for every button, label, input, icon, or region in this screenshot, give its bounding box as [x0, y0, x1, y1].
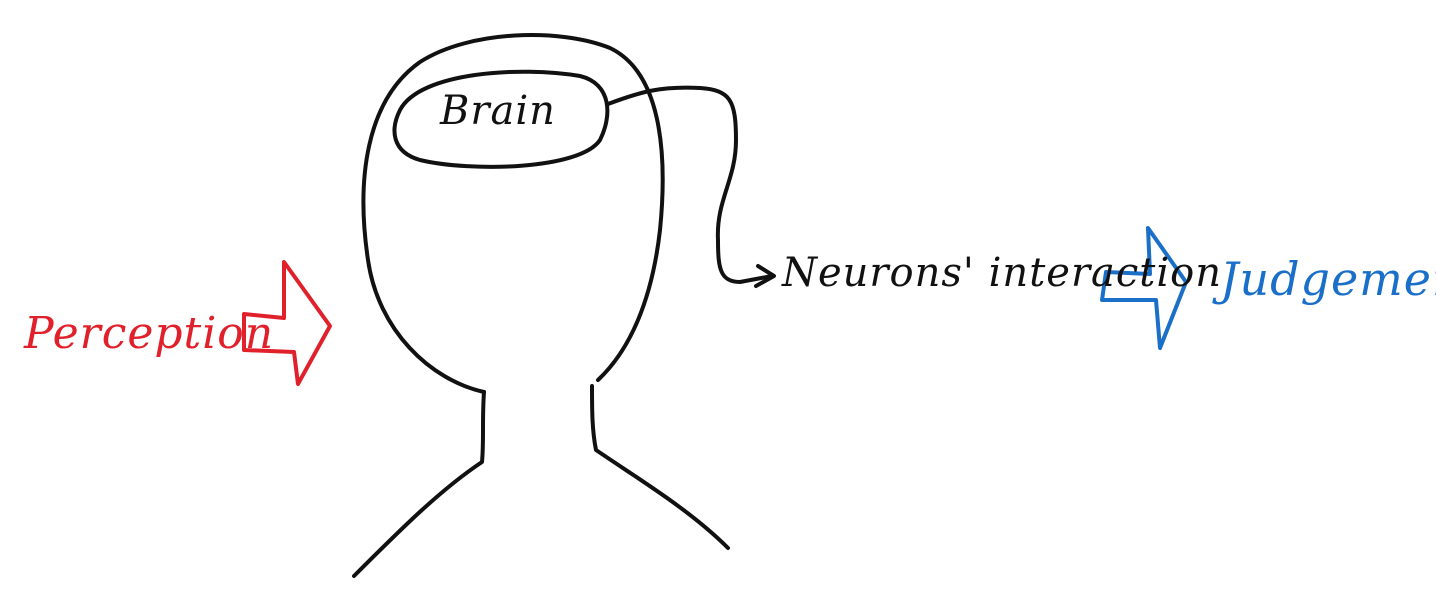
perception-arrow-icon	[242, 260, 332, 386]
head-outline	[361, 33, 665, 394]
perception-label: Perception	[24, 308, 275, 359]
judgement-label: Judgement.	[1220, 252, 1436, 306]
brain-outline	[392, 69, 610, 169]
neck-left-line	[352, 390, 486, 578]
neck-right-line	[590, 384, 730, 550]
neurons-interaction-label: Neurons' interaction	[782, 250, 1223, 296]
neurons-connector-arrow	[606, 85, 774, 284]
neurons-arrowhead	[754, 264, 776, 288]
brain-label: Brain	[440, 88, 556, 134]
judgement-arrow-icon	[1100, 226, 1188, 350]
